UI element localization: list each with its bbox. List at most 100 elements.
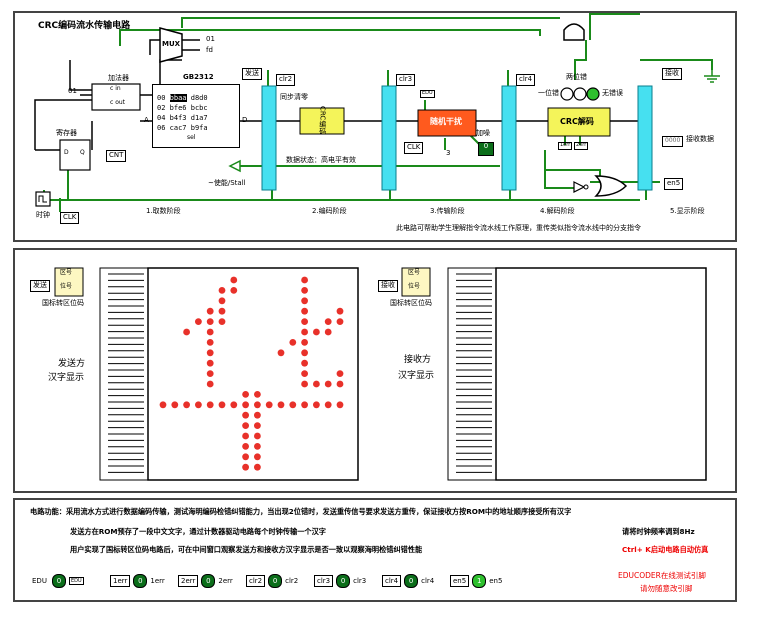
one-bit-error-label: 一位错 <box>538 89 559 97</box>
pipeline-note: 此电路可帮助学生理解指令流水线工作原理，重传类似指令流水线中的分支指令 <box>396 224 641 232</box>
adder-block <box>91 83 141 111</box>
left-wh-label: 位号 <box>60 283 73 290</box>
mux-out-01: 01 <box>206 35 215 43</box>
led-dot <box>206 380 214 388</box>
led-dot <box>195 318 202 325</box>
stage-4-label: 4.解码阶段 <box>540 207 575 215</box>
left-gb-convert-label: 国标转区位码 <box>42 299 84 307</box>
gb2312-value: cac7 <box>169 124 187 132</box>
led-dot <box>313 380 320 388</box>
led-dot <box>254 453 261 461</box>
led-dot <box>242 432 250 440</box>
led-dot <box>242 401 250 409</box>
add-noise-label: 加噪 <box>476 129 490 137</box>
stage-5-label: 5.显示阶段 <box>670 207 705 215</box>
sender-led-matrix <box>147 267 359 481</box>
right-wh-label: 位号 <box>408 283 421 290</box>
test-pin-tag: clr3 <box>353 577 367 585</box>
clr4-tag: clr4 <box>516 74 536 86</box>
counter-register <box>59 139 91 171</box>
two-bit-error-led <box>573 87 587 101</box>
led-dot <box>183 328 191 336</box>
rom-a-port: A <box>144 116 149 124</box>
gb2312-address: 04 <box>157 114 170 122</box>
led-dot <box>301 276 308 284</box>
test-pin-value[interactable]: 0 <box>133 574 148 588</box>
led-dot <box>206 307 214 315</box>
led-dot <box>230 276 238 284</box>
led-dot <box>301 349 308 357</box>
left-qh-label: 区号 <box>60 269 73 276</box>
gb2312-address: 02 <box>157 104 170 112</box>
led-dot <box>206 328 214 336</box>
test-pin-value[interactable]: 0 <box>201 574 216 588</box>
educoder-hint-1: EDUCODER在线测试引脚 <box>618 571 706 580</box>
led-dot <box>159 401 167 409</box>
led-dot <box>313 401 320 409</box>
led-dot <box>324 380 332 388</box>
pipeline-register-2 <box>261 85 277 191</box>
led-dot <box>336 380 344 388</box>
clr3-tag: clr3 <box>396 74 416 86</box>
led-dot <box>242 443 250 450</box>
gb2312-address: 00 <box>157 94 170 102</box>
led-dot <box>324 318 332 325</box>
sender-display-line2: 汉字显示 <box>48 373 85 383</box>
middle-panel-border <box>13 248 737 493</box>
led-dot <box>254 443 261 450</box>
function-description: 电路功能：采用流水方式进行数据编码传输，测试海明编码检错纠错能力，当出现2位错时… <box>30 507 572 516</box>
gb2312-row: 04 b4f3 d1a7 <box>157 113 208 123</box>
test-pin-value[interactable]: 0 <box>336 574 351 588</box>
receiver-display-line2: 汉字显示 <box>398 371 435 381</box>
led-dot <box>301 359 308 367</box>
rom-d-port: D <box>242 116 248 124</box>
noise-toggle[interactable]: 0 <box>478 142 494 156</box>
en5-tag: en5 <box>664 178 684 190</box>
stage-1-label: 1.取数阶段 <box>146 207 181 215</box>
register-d: D <box>64 149 69 156</box>
test-pin-label: en5 <box>450 575 470 587</box>
middle-recv-tag: 接收 <box>378 280 398 292</box>
test-pin-value[interactable]: 0 <box>268 574 283 588</box>
gb2312-value: bcbc <box>186 104 208 112</box>
led-dot <box>336 401 344 409</box>
led-dot <box>230 401 238 409</box>
led-dot <box>324 328 332 336</box>
adder-input-01: 01 <box>68 87 77 95</box>
led-dot <box>206 339 214 346</box>
test-pin-label: 1err <box>110 575 131 587</box>
led-dot <box>206 349 214 357</box>
led-dot <box>301 318 308 325</box>
gb2312-sel: sel <box>187 134 196 141</box>
send-tag: 发送 <box>242 68 262 80</box>
led-dot <box>336 307 344 315</box>
gb2312-row: 06 cac7 b9fa <box>157 123 208 133</box>
data-state-label: 数据状态：高电平有效 <box>286 156 356 164</box>
crc-encoder-block <box>299 107 345 135</box>
led-dot <box>336 370 344 377</box>
edu-tag: EDU <box>420 90 435 98</box>
test-pin-tag: 1err <box>150 577 165 585</box>
led-dot <box>277 349 285 357</box>
led-dot <box>218 287 226 294</box>
crc-decoder-block <box>547 107 611 137</box>
clk-tag-2: CLK <box>404 142 424 154</box>
led-dot <box>242 463 250 471</box>
led-dot <box>301 380 308 388</box>
top-panel-border <box>13 11 737 242</box>
register-label: 寄存器 <box>56 129 77 137</box>
bottom-panel-border <box>13 498 737 602</box>
led-dot <box>254 401 261 409</box>
test-pin-value[interactable]: 0 <box>404 574 419 588</box>
clr2-tag: clr2 <box>276 74 296 86</box>
gb2312-address: 06 <box>157 124 170 132</box>
test-pin-value[interactable]: 0 <box>51 574 66 588</box>
err2-tag: 2err <box>574 142 589 150</box>
test-pin-value[interactable]: 1 <box>472 574 487 588</box>
clock-label: 时钟 <box>36 211 50 219</box>
